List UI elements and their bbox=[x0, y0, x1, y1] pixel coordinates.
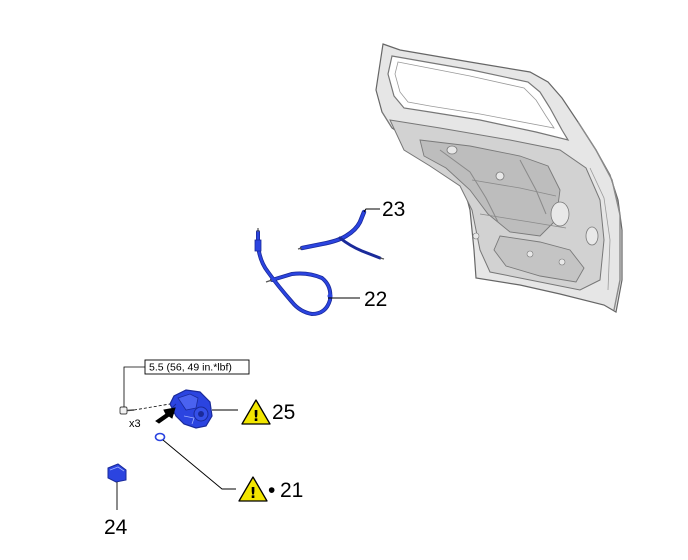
screw-fastener bbox=[119, 403, 171, 415]
arrow-icon bbox=[155, 407, 176, 424]
warning-icon: ! bbox=[238, 476, 268, 502]
part-25-door-lock-assembly bbox=[169, 389, 213, 429]
part-24-bracket bbox=[107, 463, 127, 483]
leader-lines bbox=[116, 208, 380, 510]
part-23-lock-cable bbox=[297, 208, 385, 260]
part-21-seal-ring bbox=[154, 432, 166, 442]
callout-23: 23 bbox=[382, 198, 405, 221]
part-22-remote-cable bbox=[254, 228, 333, 317]
fastener-quantity: x3 bbox=[129, 418, 141, 430]
callout-21: 21 bbox=[280, 479, 303, 502]
callout-22: 22 bbox=[364, 288, 387, 311]
callout-24: 24 bbox=[104, 516, 128, 539]
bullet-marker: • bbox=[268, 479, 275, 502]
torque-spec: 5.5 (56, 49 in.*lbf) x3 bbox=[123, 359, 250, 430]
warning-mark: ! bbox=[253, 407, 260, 425]
warning-mark: ! bbox=[250, 484, 257, 502]
rear-door-panel bbox=[375, 43, 623, 313]
warning-icon: ! bbox=[241, 399, 271, 425]
callout-25: 25 bbox=[272, 401, 295, 424]
torque-value: 5.5 (56, 49 in.*lbf) bbox=[149, 362, 232, 374]
